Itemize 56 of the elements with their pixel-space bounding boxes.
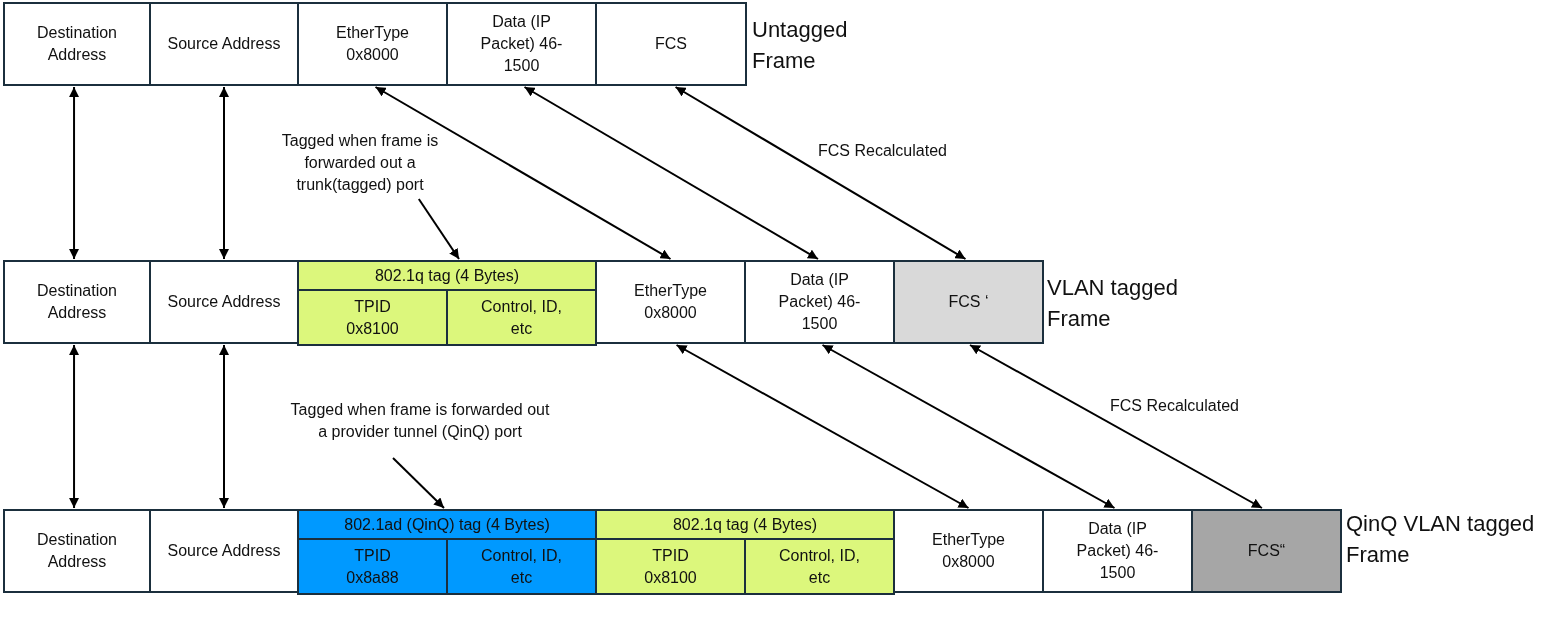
frame-field-box — [297, 2, 448, 86]
double-headed-arrow — [969, 344, 1263, 509]
field-label: TPID 0x8100 — [345, 296, 400, 339]
double-headed-arrow — [219, 344, 229, 509]
frame-field-box — [446, 2, 597, 86]
frame-field-box — [1191, 509, 1342, 593]
field-label: Data (IP Packet) 46-1500 — [777, 270, 862, 334]
double-headed-arrow — [374, 86, 672, 260]
field-label: Control, ID, etc — [480, 545, 563, 588]
field-label: Source Address — [167, 292, 281, 312]
frame-type-label: QinQ VLAN tagged Frame — [1346, 510, 1536, 569]
annotation-text: Tagged when frame is forwarded out a trunk(tagged) port — [255, 128, 465, 198]
field-label: Destination Address — [35, 530, 118, 572]
double-headed-arrow — [69, 344, 80, 509]
field-label: EtherType 0x8000 — [633, 281, 708, 323]
frame-type-label: Untagged Frame — [752, 16, 849, 75]
double-headed-arrow — [675, 344, 970, 509]
field-label: Destination Address — [35, 23, 118, 65]
frame-field-box — [3, 2, 151, 86]
double-headed-arrow — [821, 344, 1116, 509]
field-label: Control, ID, etc — [480, 296, 563, 339]
arrow — [392, 457, 445, 509]
field-label: Source Address — [167, 34, 281, 54]
tag-field-box — [297, 509, 597, 593]
frame-field-box — [595, 260, 746, 344]
frame-field-box — [149, 509, 299, 593]
tag-field-box — [297, 260, 597, 344]
field-label: Source Address — [167, 541, 281, 561]
frame-field-box — [3, 509, 151, 593]
annotation-text: Tagged when frame is forwarded out a provider tunnel (QinQ) port — [285, 385, 555, 457]
field-label: EtherType 0x8000 — [335, 23, 410, 65]
frame-type-label: VLAN tagged Frame — [1047, 274, 1179, 333]
field-label: FCS“ — [1247, 541, 1286, 561]
field-label: Data (IP Packet) 46-1500 — [1075, 519, 1160, 583]
double-headed-arrow — [219, 86, 229, 260]
double-headed-arrow — [523, 86, 819, 260]
tag-field-box — [595, 509, 895, 593]
frame-field-box — [744, 260, 895, 344]
field-label: Data (IP Packet) 46-1500 — [479, 12, 564, 76]
field-label: FCS ‘ — [948, 292, 989, 312]
field-label: TPID 0x8100 — [643, 545, 698, 588]
field-label: Destination Address — [35, 281, 118, 323]
double-headed-arrow — [69, 86, 80, 260]
field-label: Control, ID, etc — [778, 545, 861, 588]
arrow — [417, 198, 460, 260]
frame-field-box — [3, 260, 151, 344]
double-headed-arrow — [674, 86, 967, 260]
frame-field-box — [893, 509, 1044, 593]
field-label: EtherType 0x8000 — [931, 530, 1006, 572]
frame-field-box — [149, 2, 299, 86]
frame-field-box — [149, 260, 299, 344]
frame-field-box — [595, 2, 747, 86]
field-label: FCS — [655, 34, 687, 54]
frame-field-box — [893, 260, 1044, 344]
field-label: TPID 0x8a88 — [345, 545, 400, 588]
frame-field-box — [1042, 509, 1193, 593]
